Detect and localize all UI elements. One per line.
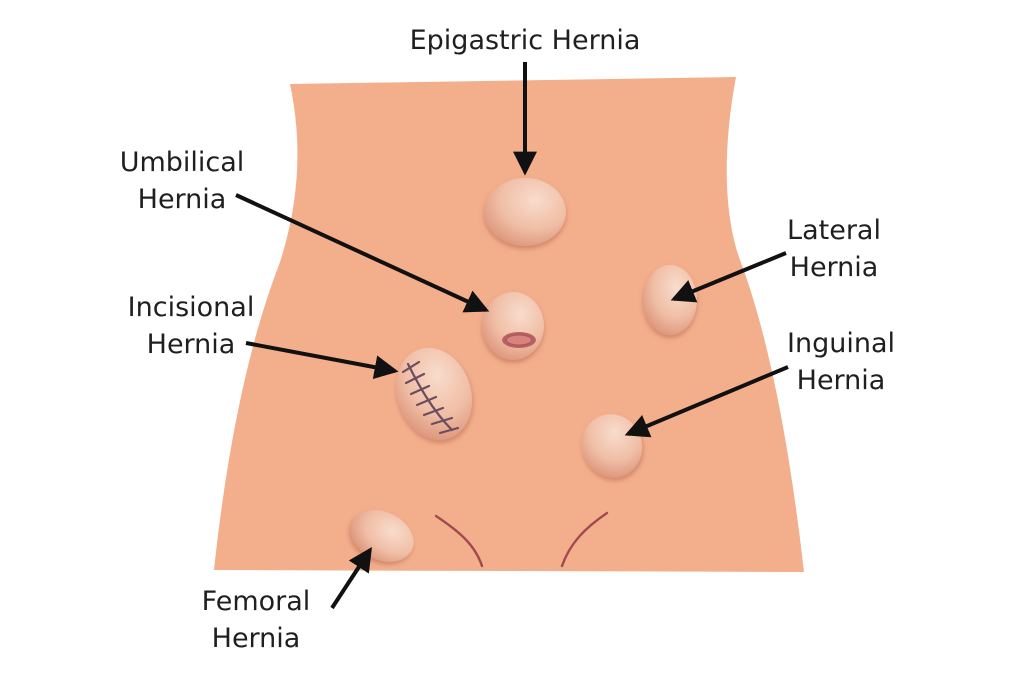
incisional-hernia-label: Incisional Hernia bbox=[111, 289, 271, 363]
incisional-arrow bbox=[245, 341, 399, 380]
femoral-label-line2: Hernia bbox=[211, 623, 301, 654]
umbilical-hernia-label: Umbilical Hernia bbox=[107, 144, 257, 218]
incisional-hernia-bulge bbox=[395, 347, 473, 441]
umbilical-label-line1: Umbilical bbox=[119, 147, 245, 178]
incisional-label-line1: Incisional bbox=[127, 292, 255, 323]
femoral-label-line1: Femoral bbox=[201, 586, 311, 617]
umbilical-label-line2: Hernia bbox=[137, 184, 227, 215]
lateral-label-line2: Hernia bbox=[789, 252, 879, 283]
inguinal-hernia-label: Inguinal Hernia bbox=[771, 325, 911, 399]
epigastric-label-line1: Epigastric Hernia bbox=[409, 25, 641, 56]
lateral-label-line1: Lateral bbox=[787, 215, 881, 246]
femoral-arrow bbox=[330, 546, 372, 610]
femoral-hernia-label: Femoral Hernia bbox=[186, 583, 326, 657]
epigastric-hernia-bulge bbox=[484, 178, 566, 246]
incisional-scar-stitches bbox=[401, 360, 460, 435]
inguinal-label-line1: Inguinal bbox=[787, 328, 895, 359]
inguinal-arrow bbox=[624, 365, 789, 438]
umbilical-hernia-bulge bbox=[482, 292, 544, 360]
lateral-hernia-label: Lateral Hernia bbox=[769, 212, 899, 286]
umbilical-arrow bbox=[235, 193, 490, 313]
left-groin-crease bbox=[434, 514, 484, 568]
inguinal-label-line2: Hernia bbox=[796, 365, 886, 396]
incisional-label-line2: Hernia bbox=[146, 329, 236, 360]
right-groin-crease bbox=[560, 511, 609, 568]
lateral-arrow bbox=[670, 251, 787, 303]
lateral-hernia-bulge bbox=[643, 265, 697, 335]
umbilical-opening-inner bbox=[507, 335, 531, 345]
epigastric-hernia-label: Epigastric Hernia bbox=[395, 22, 655, 59]
